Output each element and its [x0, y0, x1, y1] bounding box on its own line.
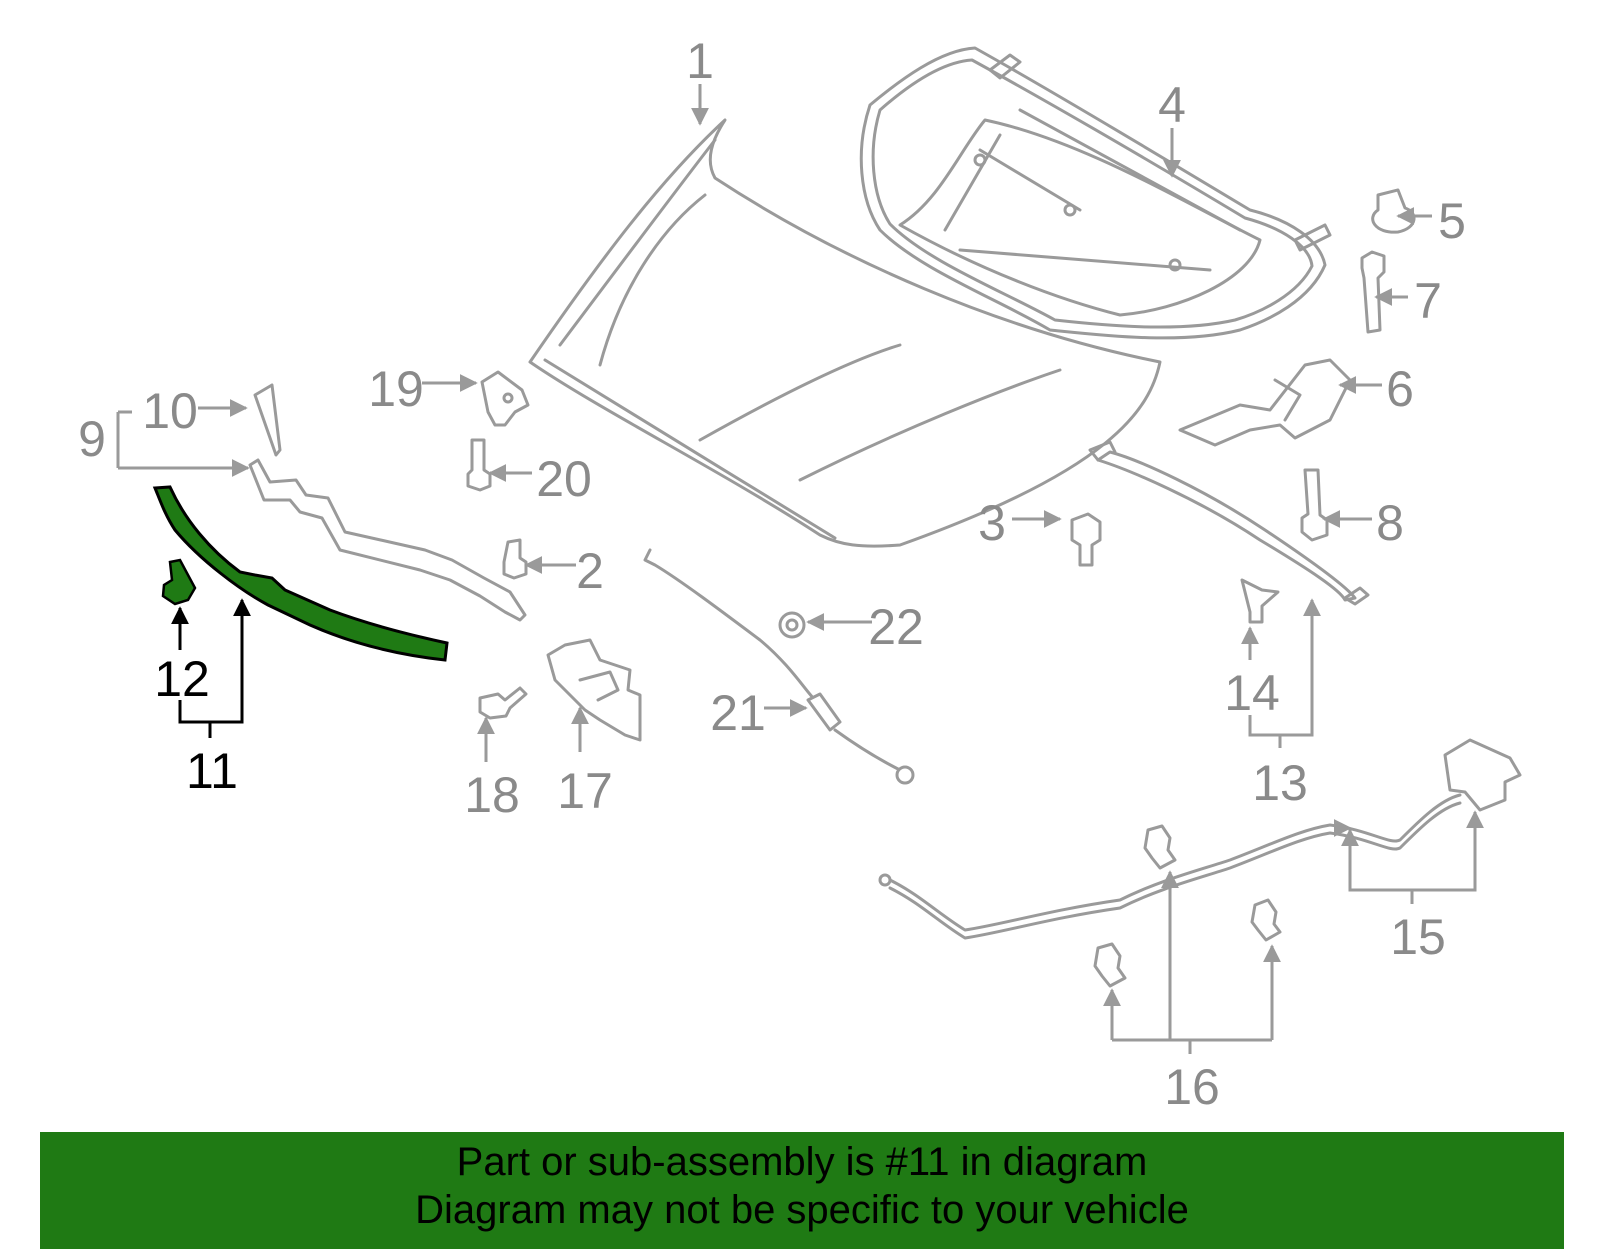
callout-3: 3: [978, 495, 1006, 551]
callout-8: 8: [1376, 495, 1404, 551]
callout-16: 16: [1164, 1059, 1220, 1115]
banner-line-1: Part or sub-assembly is #11 in diagram: [456, 1140, 1148, 1184]
info-banner: Part or sub-assembly is #11 in diagram D…: [40, 1132, 1564, 1249]
part-7-bolt: [1360, 250, 1386, 334]
part-22-nut: [778, 611, 806, 639]
part-13-prop-rod: [1088, 440, 1370, 606]
callout-12: 12: [154, 651, 210, 707]
part-12-highlighted-clip: [161, 558, 197, 606]
part-19-hinge: [480, 370, 530, 427]
part-16-clips: [1093, 824, 1282, 988]
part-15-cable: [878, 738, 1522, 940]
part-18-bolt: [478, 686, 528, 720]
part-21-release-cable: [643, 548, 915, 785]
hood-panel: [528, 118, 1162, 548]
part-6-bracket: [1178, 358, 1352, 447]
callout-10: 10: [142, 383, 198, 439]
part-9-seal: [248, 458, 527, 622]
callout-19: 19: [368, 361, 424, 417]
part-11-seal-shape: [152, 485, 449, 662]
callout-20: 20: [536, 451, 592, 507]
callout-9: 9: [78, 411, 106, 467]
callout-11: 11: [186, 743, 238, 799]
part-8-bolt: [1300, 468, 1329, 542]
callout-21: 21: [710, 685, 766, 741]
callout-6: 6: [1386, 361, 1414, 417]
banner-line-2: Diagram may not be specific to your vehi…: [415, 1188, 1189, 1232]
callout-17: 17: [557, 763, 613, 819]
parts-diagram: 1 4 5 7 6 8 3 22 2 20 19 10 9 21 17 18 1…: [78, 33, 1522, 1115]
callout-13: 13: [1252, 755, 1308, 811]
hood-insulator: [859, 46, 1332, 340]
part-11-highlighted-seal: [152, 485, 449, 662]
leader-lines: [116, 84, 1484, 1054]
part-2-bolt: [502, 538, 528, 580]
part-17-hood-lock: [546, 638, 642, 742]
callout-1: 1: [686, 33, 714, 89]
part-14-clip: [1240, 578, 1280, 624]
part-3-bolt: [1070, 512, 1102, 567]
callout-2: 2: [576, 543, 604, 599]
part-20-bolt: [466, 438, 492, 492]
callout-7: 7: [1414, 273, 1442, 329]
callout-14: 14: [1224, 665, 1280, 721]
callout-22: 22: [868, 599, 924, 655]
callout-labels: 1 4 5 7 6 8 3 22 2 20 19 10 9 21 17 18 1…: [78, 33, 1466, 1115]
part-10-bracket: [253, 383, 282, 457]
part-5-clip: [1371, 188, 1416, 234]
callout-5: 5: [1438, 193, 1466, 249]
callout-4: 4: [1158, 77, 1186, 133]
callout-18: 18: [464, 767, 520, 823]
part-12-clip-shape: [161, 558, 197, 606]
callout-15: 15: [1390, 909, 1446, 965]
